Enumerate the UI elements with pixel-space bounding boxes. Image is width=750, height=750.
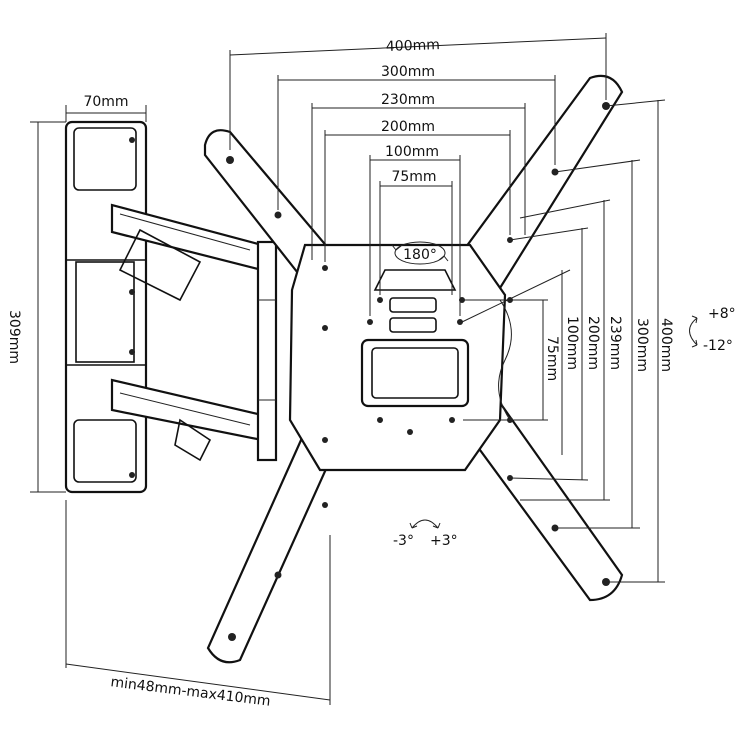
right-dimensions: [461, 99, 666, 583]
dim-300-right: 300mm: [634, 318, 650, 372]
dim-309-plate: 309mm: [6, 310, 22, 364]
tilt-down-label: -12°: [703, 338, 733, 354]
tilt-indicator: +8° -12°: [689, 306, 736, 354]
dim-230-top: 230mm: [381, 92, 435, 108]
dim-100-right: 100mm: [564, 316, 580, 370]
dim-75-top: 75mm: [391, 169, 436, 185]
dim-200-right: 200mm: [585, 316, 601, 370]
level-right-label: +3°: [430, 533, 458, 549]
swivel-indicator: 180°: [391, 241, 449, 265]
dim-239-right: 239mm: [607, 316, 623, 370]
dim-70-arm: 70mm: [83, 94, 128, 110]
dim-400-right: 400mm: [658, 318, 674, 372]
plate-height-dimension: 309mm: [6, 121, 66, 493]
dim-75-right: 75mm: [544, 336, 560, 381]
level-left-label: -3°: [393, 533, 414, 549]
dim-200-top: 200mm: [381, 119, 435, 135]
dim-400-top: 400mm: [386, 37, 441, 55]
arm-width-dimension: 70mm: [65, 94, 147, 122]
top-dimensions: [229, 33, 607, 316]
dim-extension: min48mm-max410mm: [110, 674, 272, 710]
dim-100-top: 100mm: [385, 144, 439, 160]
level-indicator: -3° +3°: [393, 519, 458, 549]
articulating-arm: [110, 203, 278, 462]
tilt-up-label: +8°: [708, 306, 736, 322]
dim-300-top: 300mm: [381, 64, 435, 80]
wall-plate: [64, 120, 148, 494]
vesa-bracket: [203, 74, 624, 664]
right-dimension-labels: 75mm 100mm 200mm 239mm 300mm 400mm: [544, 316, 674, 381]
top-dimension-labels: 400mm 300mm 230mm 200mm 100mm 75mm: [381, 37, 440, 185]
swivel-label: 180°: [403, 247, 437, 263]
